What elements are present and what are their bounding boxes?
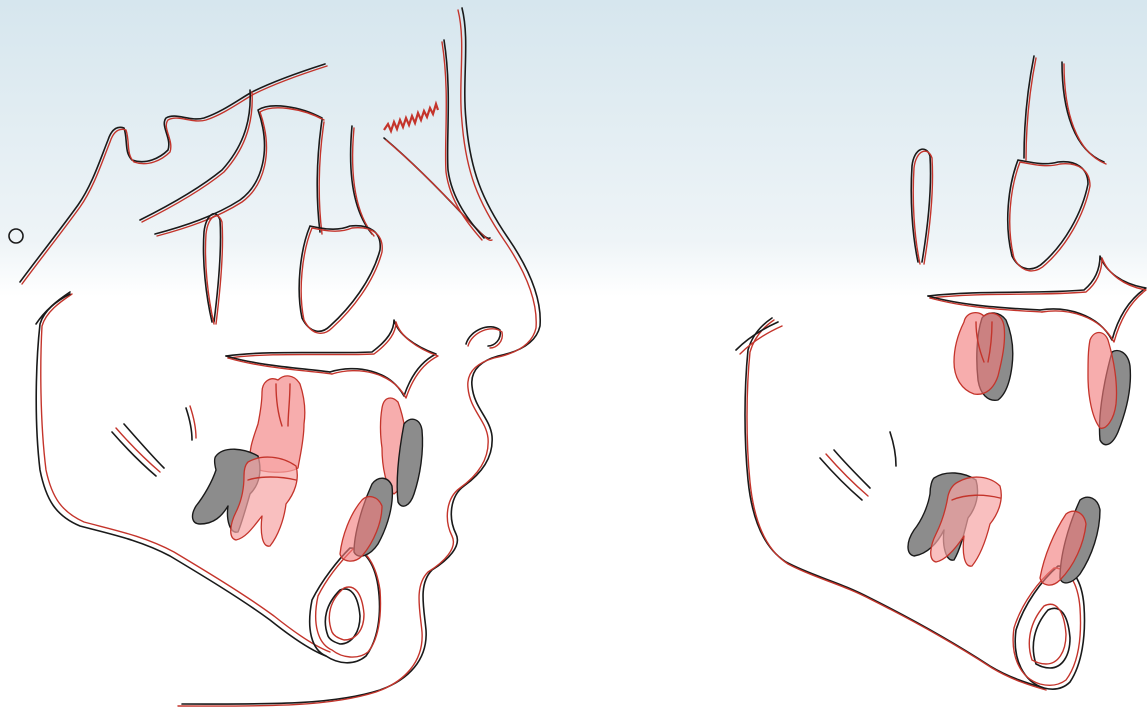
figure-stage <box>0 0 1147 707</box>
cephalometric-tracing-figure <box>0 0 1147 707</box>
